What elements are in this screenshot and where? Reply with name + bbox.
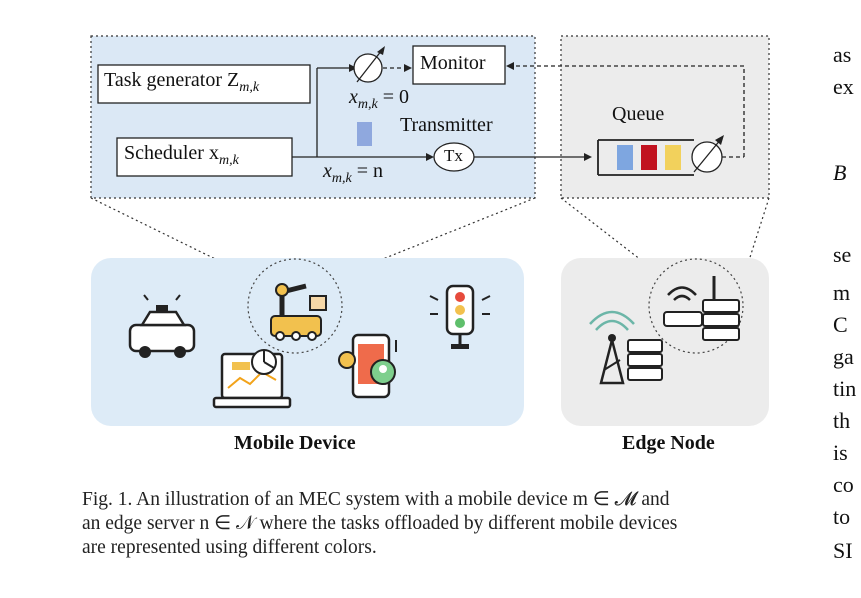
traffic-light-icon bbox=[429, 284, 491, 349]
scheduler-box bbox=[116, 137, 293, 177]
edge-node-label: Edge Node bbox=[622, 432, 715, 454]
cell-tower-icon bbox=[589, 310, 663, 385]
right-column-fragment: th bbox=[833, 408, 851, 433]
figure-caption: Fig. 1. An illustration of an MEC system… bbox=[82, 489, 678, 558]
transmitter-label: Transmitter bbox=[400, 114, 493, 136]
queue-task-1 bbox=[617, 145, 633, 170]
right-column-fragment: as bbox=[833, 42, 852, 67]
right-column-fragment: B bbox=[833, 160, 847, 185]
task-generator-box bbox=[97, 64, 311, 104]
right-column-fragment: to bbox=[833, 504, 851, 529]
router-server-icon bbox=[663, 276, 740, 341]
right-column-fragment: co bbox=[833, 472, 854, 497]
police-car-icon bbox=[128, 294, 196, 358]
task-generator-label: Task generator Zm,k bbox=[104, 69, 260, 95]
edge-detail-panel bbox=[560, 35, 770, 199]
mobile-device-area bbox=[91, 258, 524, 426]
smartphone-app-icon bbox=[338, 333, 397, 399]
right-column-fragment: SI bbox=[833, 538, 853, 563]
queue-task-2 bbox=[641, 145, 657, 170]
robot-arm-icon bbox=[270, 283, 327, 341]
monitor-box bbox=[412, 45, 506, 85]
equation-zero: xm,k = 0 bbox=[349, 86, 409, 112]
edge-node-area bbox=[561, 258, 769, 426]
right-column-fragment: m bbox=[833, 280, 851, 305]
equation-n: xm,k = n bbox=[323, 160, 383, 186]
queue-label: Queue bbox=[612, 103, 665, 125]
scheduler-label: Scheduler xm,k bbox=[124, 142, 239, 168]
right-column-fragment: ga bbox=[833, 344, 854, 369]
right-column-fragment: tin bbox=[833, 376, 857, 401]
right-column-fragment: se bbox=[833, 242, 852, 267]
monitor-label: Monitor bbox=[420, 52, 486, 74]
right-column-fragment: C bbox=[833, 312, 848, 337]
task-block bbox=[357, 122, 372, 146]
right-column-fragment: ex bbox=[833, 74, 854, 99]
tx-label: Tx bbox=[444, 146, 463, 165]
queue-task-3 bbox=[665, 145, 681, 170]
mobile-device-label: Mobile Device bbox=[234, 432, 356, 454]
right-column-fragment: is bbox=[833, 440, 848, 465]
laptop-chart-icon bbox=[212, 349, 292, 409]
